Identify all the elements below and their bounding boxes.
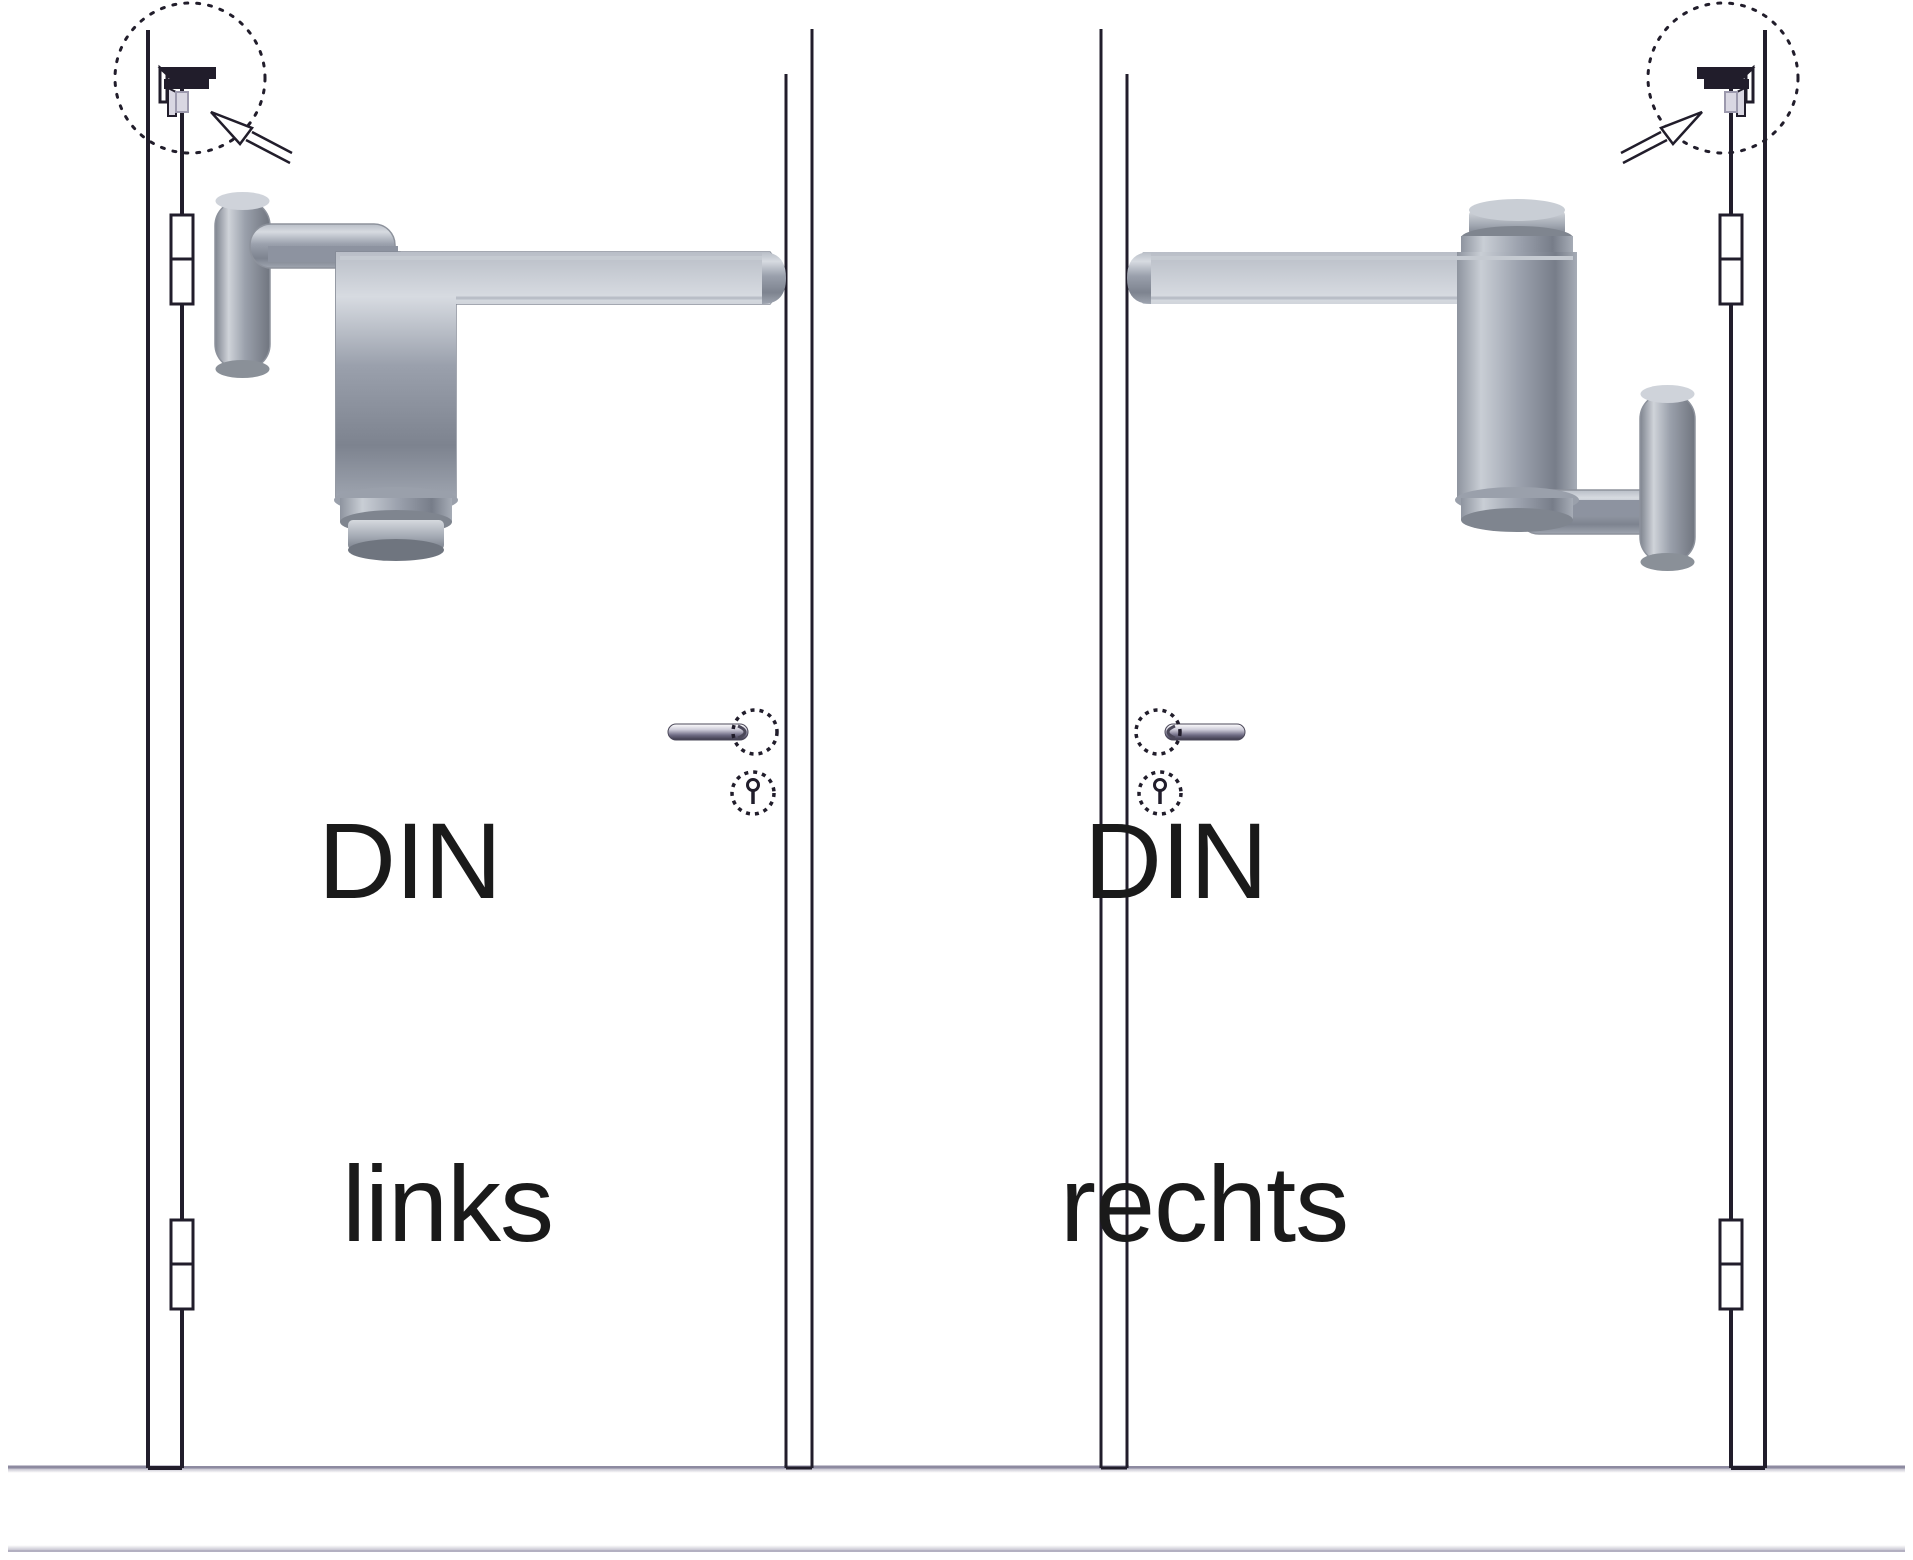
- door-leaf: [1129, 76, 1729, 1466]
- lever-handle: [1134, 708, 1246, 756]
- lower-hinge: [1718, 1218, 1744, 1311]
- detail-leader-arrow: [208, 110, 293, 165]
- upper-hinge: [169, 213, 195, 306]
- lever-handle: [667, 708, 779, 756]
- lower-hinge: [169, 1218, 195, 1311]
- detail-leader-arrow: [1620, 110, 1705, 165]
- hinge-detail-geometry: [157, 64, 216, 117]
- din-label-right: DIN rechts: [1060, 575, 1349, 1376]
- door-assembly-left: [113, 1, 814, 1470]
- keyhole-escutcheon: [1137, 770, 1183, 816]
- din-label-right-line1: DIN: [1084, 799, 1268, 921]
- din-label-left-line2: links: [342, 1143, 554, 1265]
- door-leaf: [184, 76, 784, 1466]
- floor-slab: [8, 1465, 1905, 1552]
- hinge-detail-circle: [1646, 1, 1800, 155]
- hinge-detail-geometry: [1697, 64, 1756, 117]
- hinge-3d-render: [1127, 199, 1696, 571]
- hinge-detail-circle: [113, 1, 267, 155]
- door-frame: [1099, 28, 1767, 1470]
- upper-hinge: [1718, 213, 1744, 306]
- door-assembly-right: [1099, 1, 1800, 1470]
- din-label-right-line2: rechts: [1060, 1143, 1349, 1265]
- din-label-left: DIN links: [318, 575, 554, 1376]
- hinge-3d-render: [214, 192, 786, 561]
- keyhole-escutcheon: [730, 770, 776, 816]
- din-label-left-line1: DIN: [318, 799, 502, 921]
